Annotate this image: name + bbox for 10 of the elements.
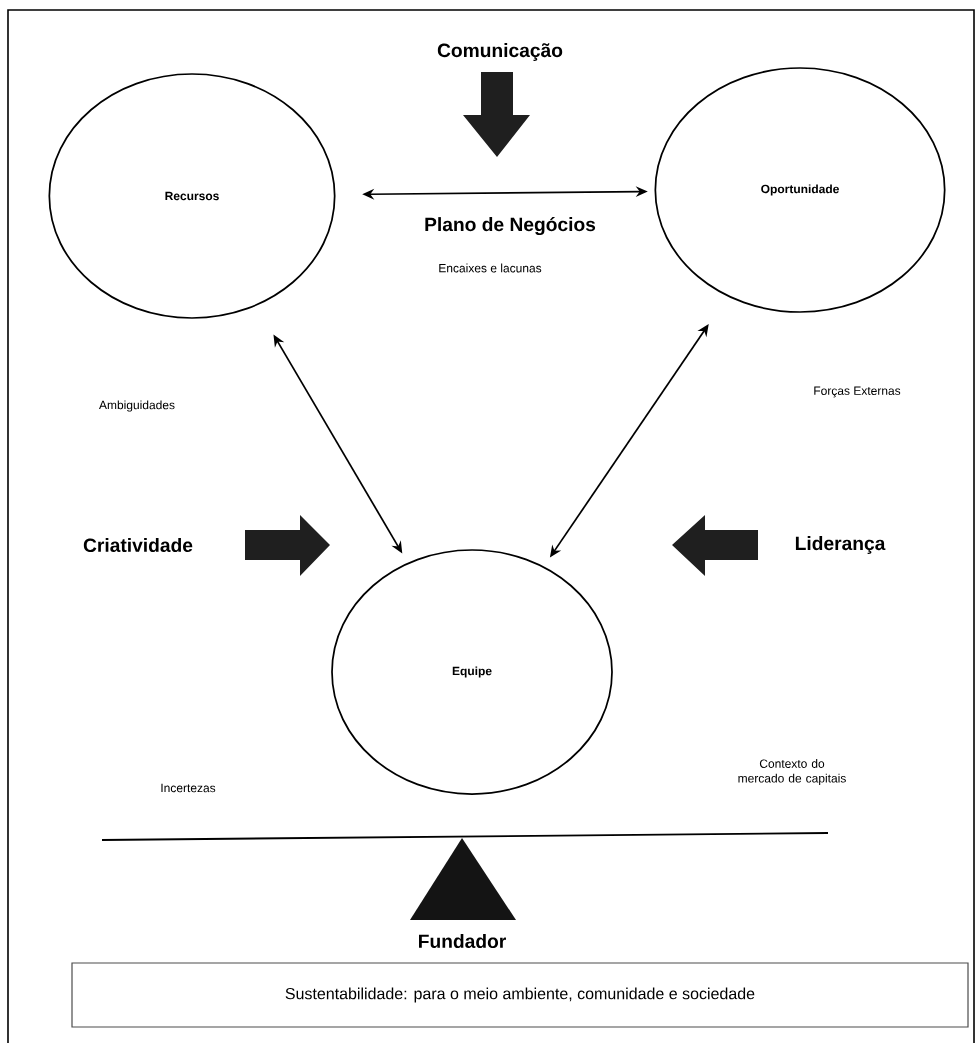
label-text: Criatividade	[83, 537, 193, 553]
label-text: Incertezas	[161, 783, 216, 793]
label-text: Contexto do mercado de capitais	[738, 759, 846, 785]
label-text: Ambiguidades	[99, 400, 175, 412]
label-text: Forças Externas	[814, 386, 901, 398]
label-text: Comunicação	[437, 43, 563, 61]
text-box: Sustentabilidade: para o meio ambiente, comunidade e sociedade	[71, 962, 969, 1028]
label-text: Liderança	[795, 536, 886, 554]
label-text: Encaixes e lacunas	[439, 263, 542, 273]
label-text: Plano de Negócios	[425, 216, 596, 236]
